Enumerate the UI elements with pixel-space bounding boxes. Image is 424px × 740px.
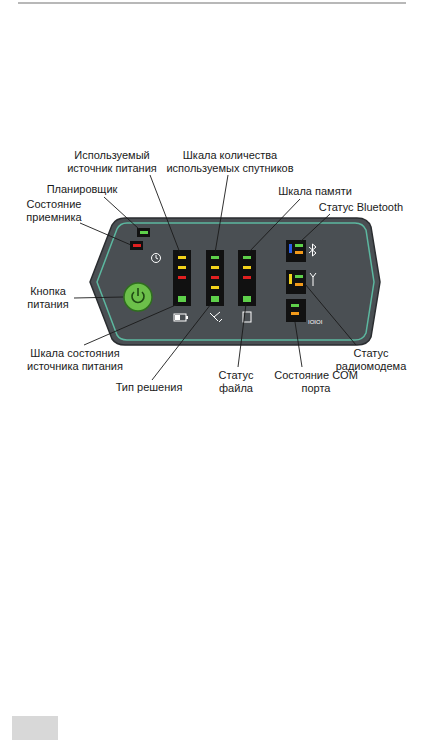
scheduler-led	[140, 231, 148, 234]
callout-label: Статус Bluetooth	[306, 201, 416, 214]
led	[295, 283, 303, 286]
leader-line	[80, 223, 131, 245]
led	[295, 275, 303, 278]
satellite-led-column	[206, 250, 224, 306]
panel-trim	[97, 223, 374, 340]
led	[211, 296, 219, 302]
port-icon-text: IOIOI	[308, 319, 338, 326]
callout-label: Состояние приемника	[16, 198, 92, 224]
leader-line	[152, 304, 211, 380]
led	[295, 251, 303, 254]
callout-label: Используемый источник питания	[62, 149, 162, 175]
leader-line	[150, 175, 180, 253]
led	[291, 304, 299, 307]
panel-housing	[90, 218, 380, 345]
led	[178, 256, 186, 259]
leader-line	[295, 322, 302, 367]
leader-line	[238, 304, 246, 367]
leader-line	[305, 284, 356, 345]
callout-label: Шкала количества используемых спутников	[160, 149, 300, 175]
callout-label: Статус файла	[206, 369, 266, 395]
leader-line	[84, 304, 178, 345]
com-led-housing	[286, 299, 306, 322]
callout-label: Планировщик	[40, 183, 124, 196]
led	[295, 244, 303, 247]
battery-icon	[175, 315, 180, 320]
antenna-icon	[310, 273, 316, 286]
radio-led-housing	[286, 270, 306, 294]
led	[211, 286, 219, 289]
power-button	[124, 283, 152, 311]
led	[289, 274, 292, 284]
led	[178, 276, 186, 279]
callout-label: Кнопка питания	[20, 285, 76, 311]
leader-line	[215, 175, 228, 253]
clock-icon	[156, 255, 158, 259]
top-rule	[18, 2, 406, 4]
callout-label: Состояние COM порта	[274, 369, 358, 395]
callout-label: Тип решения	[104, 381, 194, 394]
led	[243, 256, 251, 259]
bluetooth-icon	[309, 244, 316, 256]
clock-icon	[152, 254, 161, 263]
bluetooth-led-housing	[286, 240, 306, 262]
memory-led-column	[238, 250, 256, 306]
led	[243, 266, 251, 269]
battery-icon	[174, 314, 186, 321]
leader-line	[104, 197, 139, 229]
led	[211, 276, 219, 279]
page-tab	[12, 716, 58, 740]
led	[178, 296, 186, 302]
led	[289, 244, 292, 253]
led	[178, 266, 186, 269]
led	[243, 296, 251, 302]
scheduler-led-housing	[137, 228, 150, 237]
leader-line	[300, 214, 330, 242]
power-symbol	[137, 288, 139, 296]
receiver-led-housing	[130, 241, 143, 250]
satellite-icon	[210, 312, 222, 322]
callout-label: Шкала памяти	[270, 185, 360, 198]
callout-label: Шкала состояния источника питания	[20, 347, 130, 373]
receiver-led	[133, 244, 141, 247]
led	[211, 266, 219, 269]
leader-line	[74, 297, 123, 298]
battery-led-column	[173, 250, 191, 306]
leader-line	[248, 199, 300, 253]
battery-icon	[186, 316, 188, 319]
led	[211, 256, 219, 259]
led	[243, 276, 251, 279]
led	[291, 312, 299, 315]
